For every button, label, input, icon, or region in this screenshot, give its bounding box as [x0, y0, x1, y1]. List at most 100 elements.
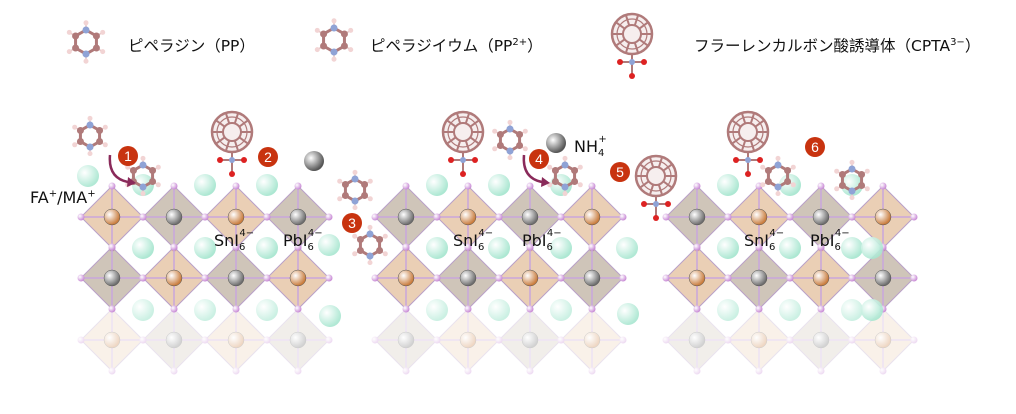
cation-sphere	[488, 237, 510, 259]
hydrogen-atom	[352, 169, 358, 175]
cage-ring	[447, 116, 479, 148]
hydrogen-atom	[100, 49, 106, 55]
iodide-atom	[495, 336, 503, 344]
carbon-atom	[129, 167, 137, 174]
hydrogen-atom	[834, 186, 840, 192]
cation-sphere	[861, 299, 883, 321]
hydrogen-atom	[352, 233, 358, 239]
carbon-atom	[361, 181, 369, 188]
hydrogen-atom	[864, 186, 870, 192]
cation-sphere	[779, 299, 801, 321]
carbon-atom	[516, 142, 524, 149]
reaction-arrow	[522, 154, 543, 184]
hydrogen-atom	[331, 56, 337, 62]
tin-atom	[874, 331, 892, 349]
nitrogen-atom	[506, 147, 514, 155]
iodide-atom	[619, 213, 627, 221]
iodide-atom	[77, 274, 85, 282]
iodide-atom	[588, 367, 596, 375]
nitrogen-atom	[561, 161, 569, 169]
carbon-atom	[376, 236, 384, 243]
cation-sphere	[319, 305, 341, 327]
legend-piperazine: ピペラジン（PP）	[128, 37, 255, 55]
label-sni6: SnI64−	[214, 228, 255, 254]
cpta-molecule	[726, 110, 770, 177]
iodide-atom	[294, 367, 302, 375]
iodide-atom	[526, 367, 534, 375]
iodide-atom	[495, 274, 503, 282]
ammonium-sphere	[304, 151, 324, 171]
iodide-atom	[724, 274, 732, 282]
cage-ring	[616, 18, 648, 50]
iodide-atom	[817, 305, 825, 313]
lattice-row	[662, 305, 918, 375]
hydrogen-atom	[522, 146, 528, 152]
nitrogen-atom	[774, 161, 782, 169]
carbon-atom	[376, 247, 384, 254]
carbon-atom	[320, 30, 328, 38]
nitrogen-atom	[745, 157, 751, 163]
tin-atom	[812, 269, 830, 287]
iodide-atom	[402, 182, 410, 190]
cation-sphere	[426, 299, 448, 321]
oxygen-atom	[448, 157, 454, 163]
iodide-atom	[263, 274, 271, 282]
iodide-atom	[526, 182, 534, 190]
legend-piperazinium: ピペラジイウム（PP2+）	[370, 36, 543, 55]
nitrogen-atom	[561, 183, 569, 191]
hydrogen-atom	[348, 27, 354, 33]
oxygen-atom	[665, 201, 671, 207]
tin-atom	[459, 331, 477, 349]
piperazinium-molecule	[760, 155, 796, 197]
carbon-atom	[496, 131, 504, 138]
iodide-atom	[325, 274, 333, 282]
iodide-atom	[724, 336, 732, 344]
tin-atom	[227, 208, 245, 226]
lead-atom	[874, 269, 892, 287]
cation-sphere	[194, 299, 216, 321]
lattice-row	[77, 243, 333, 313]
nitrogen-atom	[366, 252, 374, 260]
label-pbi6: PbI64−	[522, 228, 562, 254]
nitrogen-atom	[351, 197, 359, 205]
hydrogen-atom	[337, 196, 343, 202]
iodide-atom	[619, 336, 627, 344]
hydrogen-atom	[790, 182, 796, 188]
iodide-atom	[201, 274, 209, 282]
carbon-atom	[356, 247, 364, 254]
hydrogen-atom	[790, 164, 796, 170]
hydrogen-atom	[102, 124, 108, 130]
hydrogen-atom	[834, 168, 840, 174]
carbon-atom	[361, 192, 369, 199]
lead-atom	[521, 331, 539, 349]
iodide-atom	[232, 182, 240, 190]
hydrogen-atom	[140, 155, 146, 161]
lead-atom	[750, 269, 768, 287]
iodide-atom	[201, 336, 209, 344]
carbon-atom	[149, 167, 157, 174]
hydrogen-atom	[562, 155, 568, 161]
iodide-atom	[325, 213, 333, 221]
iodide-atom	[910, 213, 918, 221]
tin-atom	[688, 269, 706, 287]
nitrogen-atom	[229, 157, 235, 163]
iodide-atom	[786, 213, 794, 221]
tin-atom	[103, 208, 121, 226]
piperazinium-molecule	[547, 155, 583, 197]
iodide-atom	[848, 274, 856, 282]
cpta-molecule	[441, 110, 485, 177]
iodide-atom	[433, 274, 441, 282]
hydrogen-atom	[849, 159, 855, 165]
iodide-atom	[371, 336, 379, 344]
oxygen-atom	[241, 157, 247, 163]
iodide-atom	[108, 243, 116, 251]
carbon-atom	[72, 44, 80, 52]
iodide-atom	[402, 367, 410, 375]
nitrogen-atom	[506, 125, 514, 133]
legend-pp-molecule	[66, 20, 106, 64]
cation-sphere	[841, 299, 863, 321]
oxygen-atom	[641, 59, 647, 65]
cation-sphere	[779, 237, 801, 259]
tin-atom	[165, 269, 183, 287]
carbon-atom	[356, 236, 364, 243]
